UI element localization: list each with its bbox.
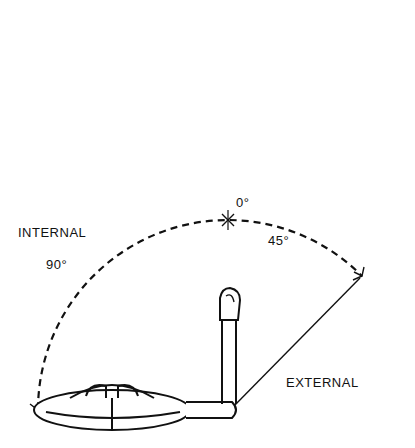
hand — [220, 288, 240, 320]
rotation-label: INTERNAL — [18, 226, 86, 240]
hand-marker — [30, 214, 364, 410]
angle-label: 90° — [46, 258, 67, 272]
forearm — [222, 318, 236, 404]
rotation-label: EXTERNAL — [286, 376, 359, 390]
body-figure — [34, 385, 190, 430]
angle-label: 45° — [268, 234, 289, 248]
rotation-arc — [38, 220, 362, 410]
external-line — [232, 278, 360, 408]
hand-detail — [226, 295, 234, 302]
angle-label: 0° — [236, 196, 249, 210]
upper-arm — [186, 402, 236, 418]
